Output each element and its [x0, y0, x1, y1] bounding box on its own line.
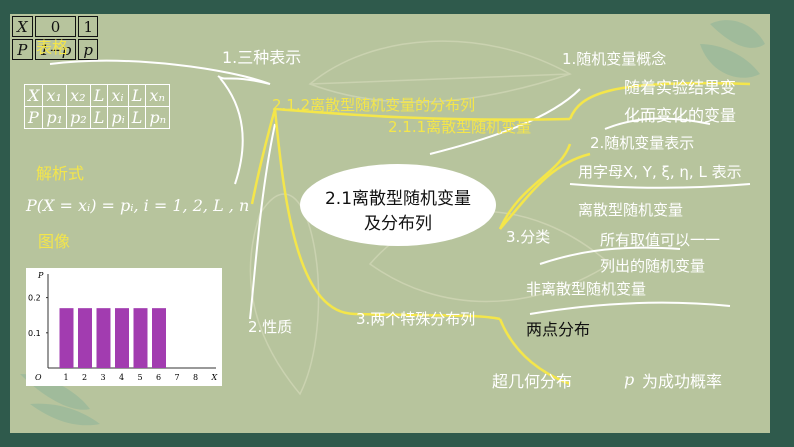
table-cell: p	[78, 39, 99, 60]
concept-title: 1.随机变量概念	[562, 50, 667, 68]
table-cell: P	[23, 106, 44, 129]
bar	[78, 308, 92, 368]
discrete-desc-1: 所有取值可以一一	[600, 231, 721, 249]
center-node-line1: 2.1离散型随机变量	[324, 189, 472, 209]
image-label: 图像	[38, 232, 71, 251]
table-cell: x₁	[42, 84, 68, 107]
table-cell: L	[89, 106, 109, 129]
hypergeometric-node: 超几何分布	[492, 372, 573, 391]
x-tick-label: O	[35, 373, 42, 382]
table-cell: P	[12, 39, 33, 60]
x-tick-label: 4	[119, 373, 124, 382]
success-symbol: p	[624, 370, 635, 389]
notation-desc: 用字母X, Y, ξ, η, L 表示	[578, 163, 742, 181]
distribution-table: X x₁ x₂ L xᵢ L xₙ P p₁ p₂ L pᵢ L pₙ	[23, 84, 171, 129]
x-tick-label: 1	[64, 373, 69, 382]
two-point-table: X 0 1 P 1−p p	[10, 14, 100, 62]
properties-node: 2.性质	[248, 318, 293, 336]
mindmap-connectors	[49, 59, 751, 386]
discrete-desc-2: 列出的随机变量	[600, 257, 706, 275]
two-point-label: 两点分布	[526, 320, 591, 339]
center-node: 2.1离散型随机变量 及分布列	[300, 164, 496, 246]
table-cell: xₙ	[145, 84, 171, 107]
table-cell: xᵢ	[107, 84, 129, 107]
table-cell: L	[127, 106, 147, 129]
bar	[96, 308, 111, 368]
table-cell: X	[12, 16, 33, 37]
table-cell: 1−p	[34, 39, 77, 60]
table-cell: p₂	[66, 106, 91, 129]
success-text: 为成功概率	[642, 372, 723, 391]
x-tick-label: 6	[156, 373, 161, 382]
table-row: X x₁ x₂ L xᵢ L xₙ	[23, 84, 171, 107]
bar	[152, 308, 166, 368]
table-row: P p₁ p₂ L pᵢ L pₙ	[23, 106, 171, 129]
bar	[133, 308, 148, 368]
table-cell: pᵢ	[107, 106, 129, 129]
table-cell: x₂	[66, 84, 91, 107]
formula-text: P(X = xᵢ) = pᵢ, i = 1, 2, L , n	[26, 196, 250, 215]
branch-2-1-1: 2.1.1离散型随机变量	[388, 118, 532, 136]
x-tick-label: 5	[138, 373, 143, 382]
formula-label: 解析式	[36, 164, 85, 183]
table-cell: L	[89, 84, 109, 107]
y-tick-label: 0.1	[28, 329, 41, 338]
bar-chart-svg: P 0.2 0.1O 1 2 3 4 5 6 7 8 X	[28, 271, 218, 382]
concept-desc-1: 随着实验结果变	[624, 78, 737, 97]
table-row: X 0 1	[12, 16, 99, 37]
branch-2-1-2: 2.1.2离散型随机变量的分布列	[272, 96, 476, 114]
center-node-line2: 及分布列	[364, 214, 432, 234]
table-cell: 1	[78, 16, 99, 37]
table-cell: pₙ	[145, 106, 171, 129]
x-tick-label: 2	[82, 373, 87, 382]
special-distributions-node: 3.两个特殊分布列	[356, 310, 476, 328]
x-tick-label: X	[211, 373, 218, 382]
table-cell: X	[23, 84, 44, 107]
bar	[59, 308, 74, 368]
x-tick-label: 8	[193, 373, 198, 382]
three-forms-node: 1.三种表示	[222, 48, 302, 67]
non-discrete-type: 非离散型随机变量	[526, 280, 647, 298]
bar	[115, 308, 129, 368]
classify-title: 3.分类	[506, 228, 551, 246]
x-tick-label: 3	[101, 373, 106, 382]
y-axis-label: P	[37, 271, 44, 280]
table-cell: p₁	[42, 106, 68, 129]
y-tick-label: 0.2	[28, 294, 41, 303]
table-row: P 1−p p	[12, 39, 99, 60]
table-label: 表格	[36, 38, 69, 57]
table-cell: L	[127, 84, 147, 107]
table-cell: 0	[34, 16, 77, 37]
notation-title: 2.随机变量表示	[590, 134, 695, 152]
x-tick-label: 7	[175, 373, 180, 382]
concept-desc-2: 化而变化的变量	[624, 106, 737, 125]
slide-canvas: 表格 1.三种表示 X x₁ x₂ L xᵢ L xₙ P p₁ p₂ L pᵢ…	[10, 14, 770, 433]
discrete-type: 离散型随机变量	[578, 201, 684, 219]
